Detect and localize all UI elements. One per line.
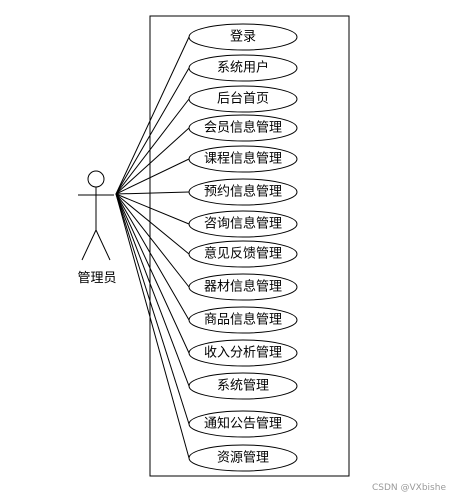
use-case: 商品信息管理 xyxy=(188,306,298,334)
use-case-label: 会员信息管理 xyxy=(204,120,282,136)
association-line xyxy=(115,193,190,354)
use-case-label: 通知公告管理 xyxy=(204,416,282,432)
use-case-ellipse xyxy=(188,23,298,51)
use-case-label: 咨询信息管理 xyxy=(204,216,282,232)
use-case-label: 系统管理 xyxy=(217,379,269,394)
use-case-label: 课程信息管理 xyxy=(204,151,282,167)
use-case-ellipse xyxy=(188,114,298,142)
association-line xyxy=(115,98,190,195)
actor-head xyxy=(87,170,105,188)
actor-right-leg xyxy=(95,229,111,261)
association-line xyxy=(115,193,190,387)
association-line xyxy=(115,193,190,425)
association-line xyxy=(115,36,190,195)
association-line xyxy=(115,193,190,288)
use-case: 资源管理 xyxy=(188,444,298,472)
use-case-ellipse xyxy=(188,145,298,173)
use-case-label: 收入分析管理 xyxy=(204,346,282,361)
use-case-ellipse xyxy=(188,54,298,82)
use-case: 后台首页 xyxy=(188,85,298,113)
use-case-label: 资源管理 xyxy=(217,451,269,466)
association-line xyxy=(115,193,190,459)
use-case-label: 器材信息管理 xyxy=(204,279,282,295)
use-case-label: 系统用户 xyxy=(217,60,269,76)
use-case-ellipse xyxy=(188,410,298,438)
use-case: 收入分析管理 xyxy=(188,339,298,367)
use-case: 预约信息管理 xyxy=(188,178,298,206)
use-case: 通知公告管理 xyxy=(188,410,298,438)
use-case: 课程信息管理 xyxy=(188,145,298,173)
association-line xyxy=(115,193,190,225)
use-case-ellipse xyxy=(188,339,298,367)
use-case-label: 意见反馈管理 xyxy=(204,246,282,262)
use-case-list: 登录系统用户后台首页会员信息管理课程信息管理预约信息管理咨询信息管理意见反馈管理… xyxy=(188,23,298,472)
use-case: 意见反馈管理 xyxy=(188,240,298,268)
association-lines xyxy=(115,36,190,459)
use-case-label: 登录 xyxy=(230,30,256,45)
actor-label: 管理员 xyxy=(77,271,116,286)
use-case-label: 后台首页 xyxy=(217,92,269,107)
actor-figure xyxy=(78,170,114,261)
use-case: 会员信息管理 xyxy=(188,114,298,142)
association-line xyxy=(115,158,190,195)
use-case-ellipse xyxy=(188,210,298,238)
use-case-ellipse xyxy=(188,372,298,400)
use-case-ellipse xyxy=(188,273,298,301)
use-case: 咨询信息管理 xyxy=(188,210,298,238)
association-line xyxy=(115,67,190,195)
association-line xyxy=(115,191,190,195)
system-boundary xyxy=(149,15,350,477)
use-case-label: 预约信息管理 xyxy=(204,184,282,200)
use-case: 系统用户 xyxy=(188,54,298,82)
actor-left-leg xyxy=(81,229,97,261)
use-case-ellipse xyxy=(188,306,298,334)
use-case: 器材信息管理 xyxy=(188,273,298,301)
use-case-label: 商品信息管理 xyxy=(204,312,282,328)
use-case: 登录 xyxy=(188,23,298,51)
use-case-ellipse xyxy=(188,85,298,113)
use-case-ellipse xyxy=(188,444,298,472)
use-case: 系统管理 xyxy=(188,372,298,400)
association-line xyxy=(115,193,190,255)
use-case-ellipse xyxy=(188,178,298,206)
association-line xyxy=(115,127,190,195)
watermark: CSDN @VXbishe xyxy=(372,483,446,493)
association-line xyxy=(115,193,190,321)
use-case-ellipse xyxy=(188,240,298,268)
